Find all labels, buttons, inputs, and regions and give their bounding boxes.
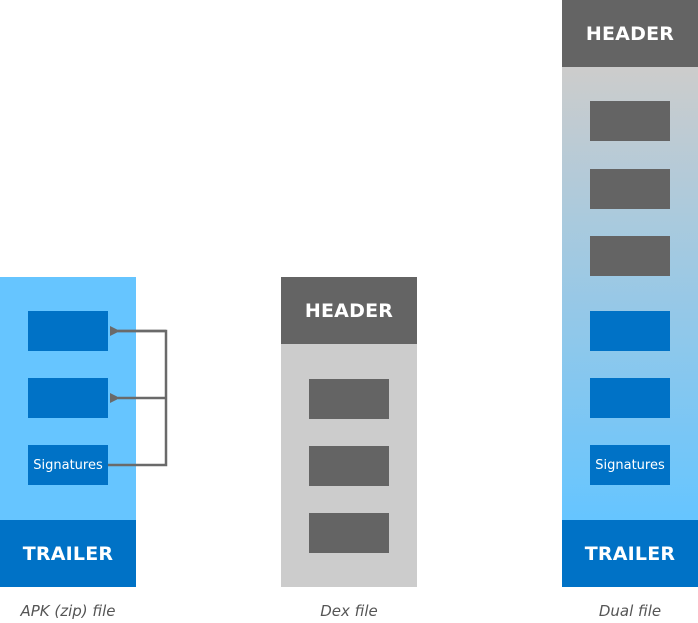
dex-section-block-3: [309, 513, 389, 553]
dual-dex-section-block-1: [590, 101, 670, 141]
apk-signatures-block: Signatures: [28, 445, 108, 485]
dual-header-block: HEADER: [562, 0, 698, 67]
dual-header-label: HEADER: [585, 22, 675, 45]
apk-signatures-label: Signatures: [33, 457, 103, 473]
dual-dex-section-block-2: [590, 169, 670, 209]
dual-trailer-label: TRAILER: [584, 542, 676, 565]
dual-caption: Dual file: [598, 602, 662, 620]
dex-header-block: HEADER: [281, 277, 417, 344]
dual-dex-section-block-3: [590, 236, 670, 276]
dex-section-block-2: [309, 446, 389, 486]
apk-caption: APK (zip) file: [20, 602, 116, 620]
dual-trailer-block: TRAILER: [562, 520, 698, 587]
apk-trailer-label: TRAILER: [22, 542, 114, 565]
dual-signatures-label: Signatures: [595, 457, 665, 473]
apk-entry-block-1: [28, 311, 108, 351]
apk-trailer-block: TRAILER: [0, 520, 136, 587]
dex-section-block-1: [309, 379, 389, 419]
dual-zip-entry-block-1: [590, 311, 670, 351]
apk-entry-block-2: [28, 378, 108, 418]
dex-header-label: HEADER: [304, 299, 394, 322]
dex-caption: Dex file: [320, 602, 378, 620]
dual-file-container: [562, 0, 698, 587]
dual-zip-entry-block-2: [590, 378, 670, 418]
dual-signatures-block: Signatures: [590, 445, 670, 485]
